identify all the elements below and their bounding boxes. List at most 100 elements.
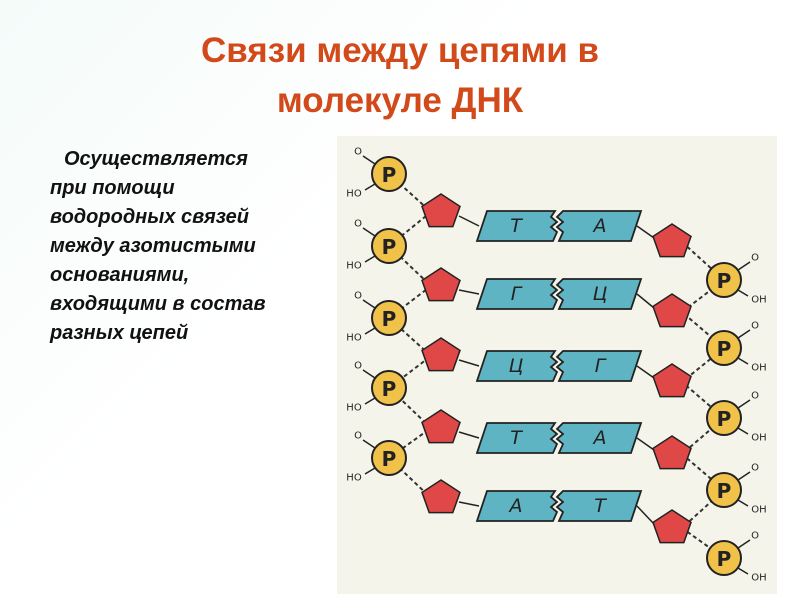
left-sugar-5 — [421, 479, 461, 514]
right-base-2 — [555, 278, 643, 310]
left-phosphate-2 — [371, 228, 407, 264]
right-phosphate-3-oxygen-label: O — [751, 391, 759, 402]
right-phosphate-5-oxygen-bond — [737, 539, 751, 549]
right-base-1-letter: А — [592, 215, 607, 237]
right-base-1 — [555, 210, 643, 242]
right-glycosidic-bond-5 — [636, 505, 655, 525]
right-sugar-5 — [652, 509, 692, 544]
left-phosphate-2-label: P — [382, 235, 397, 259]
right-phosphate-1-oxygen-bond — [737, 261, 751, 271]
left-phosphate-2-hydroxyl-bond — [364, 255, 376, 263]
right-sugar-1 — [652, 223, 692, 258]
body-text-line-1: Осуществляется — [64, 148, 248, 170]
left-phosphate-2-hydroxyl-label: HO — [346, 261, 362, 272]
left-phosphate-4-label: P — [382, 377, 397, 401]
body-text-line-6: входящими в состав — [50, 293, 266, 315]
left-base-1-letter: Т — [510, 215, 523, 237]
body-text-line-4: между азотистыми — [50, 235, 256, 257]
left-phosphate-1-oxygen-bond — [362, 155, 376, 165]
left-phosphate-3-hydroxyl-label: HO — [346, 333, 362, 344]
right-phosphate-4-oxygen-bond — [737, 471, 751, 481]
left-phosphate-1 — [371, 156, 407, 192]
right-sugar-4 — [652, 435, 692, 470]
right-base-3 — [555, 350, 643, 382]
left-phosphate-4-oxygen-label: O — [354, 361, 362, 372]
right-phosphate-1 — [706, 262, 742, 298]
left-phosphate-5-oxygen-bond — [362, 439, 376, 449]
slide-body-text: Осуществляется при помощи водородных свя… — [50, 145, 350, 348]
slide-title-line-2: молекуле ДНК — [276, 81, 524, 120]
right-phosphate-4-oxygen-label: O — [751, 463, 759, 474]
body-text-line-7: разных цепей — [50, 322, 189, 344]
left-phosphate-3 — [371, 300, 407, 336]
right-base-4-letter: А — [592, 427, 607, 449]
left-base-2-letter: Г — [511, 283, 523, 305]
right-phosphate-3-hydroxyl-label: OH — [751, 433, 766, 444]
left-base-4 — [475, 422, 559, 454]
left-sugar-3 — [421, 337, 461, 372]
left-base-3-letter: Ц — [509, 355, 524, 377]
right-base-5 — [555, 490, 643, 522]
right-phosphate-3-label: P — [717, 407, 732, 431]
slide-title-line-1: Связи между цепями в — [200, 31, 600, 70]
right-phosphate-3 — [706, 400, 742, 436]
right-phosphate-1-label: P — [717, 269, 732, 293]
right-phosphate-5-label: P — [717, 547, 732, 571]
body-text-line-2: при помощи — [50, 177, 175, 199]
left-glycosidic-bond-1 — [458, 215, 480, 227]
right-phosphate-4-hydroxyl-bond — [737, 499, 749, 507]
left-sugar-1 — [421, 193, 461, 228]
right-phosphate-1-hydroxyl-label: OH — [751, 295, 766, 306]
right-phosphate-2-oxygen-label: O — [751, 321, 759, 332]
left-phosphate-1-label: P — [382, 163, 397, 187]
right-base-3-letter: Г — [595, 355, 607, 377]
right-phosphate-4-hydroxyl-label: OH — [751, 505, 766, 516]
left-phosphate-4-hydroxyl-bond — [364, 397, 376, 405]
left-phosphate-1-hydroxyl-bond — [364, 183, 376, 191]
right-phosphate-3-oxygen-bond — [737, 399, 751, 409]
right-phosphate-2 — [706, 330, 742, 366]
left-base-1 — [475, 210, 559, 242]
left-phosphate-3-oxygen-label: O — [354, 291, 362, 302]
right-sugar-2 — [652, 293, 692, 328]
left-phosphate-1-oxygen-label: O — [354, 147, 362, 158]
left-phosphate-5-hydroxyl-bond — [364, 467, 376, 475]
right-base-4 — [555, 422, 643, 454]
left-base-5-letter: А — [508, 495, 523, 517]
left-glycosidic-bond-5 — [458, 501, 480, 507]
slide-title: Связи между цепями в молекуле ДНК — [0, 26, 800, 126]
right-phosphate-1-oxygen-label: O — [751, 253, 759, 264]
right-phosphate-5-oxygen-label: O — [751, 531, 759, 542]
left-base-2 — [475, 278, 559, 310]
left-base-5 — [475, 490, 559, 522]
left-glycosidic-bond-4 — [458, 431, 480, 439]
right-glycosidic-bond-3 — [636, 365, 655, 379]
left-phosphate-4 — [371, 370, 407, 406]
left-glycosidic-bond-2 — [458, 289, 480, 295]
right-phosphate-1-hydroxyl-bond — [737, 289, 749, 297]
diagram-background — [337, 136, 777, 594]
left-phosphate-2-oxygen-label: O — [354, 219, 362, 230]
left-phosphate-5-hydroxyl-label: HO — [346, 473, 362, 484]
left-sugar-4 — [421, 409, 461, 444]
right-phosphate-3-hydroxyl-bond — [737, 427, 749, 435]
left-base-3 — [475, 350, 559, 382]
right-base-5-letter: Т — [594, 495, 607, 517]
right-backbone — [680, 241, 726, 559]
right-glycosidic-bond-1 — [636, 225, 655, 239]
left-phosphate-2-oxygen-bond — [362, 227, 376, 237]
right-phosphate-2-oxygen-bond — [737, 329, 751, 339]
body-text-line-3: водородных связей — [50, 206, 250, 228]
right-phosphate-5-hydroxyl-bond — [737, 567, 749, 575]
left-phosphate-5-oxygen-label: O — [354, 431, 362, 442]
right-phosphate-5-hydroxyl-label: OH — [751, 573, 766, 584]
left-phosphate-3-label: P — [382, 307, 397, 331]
left-glycosidic-bond-3 — [458, 359, 480, 367]
body-text-line-5: основаниями, — [50, 264, 190, 286]
right-phosphate-2-label: P — [717, 337, 732, 361]
right-phosphate-2-hydroxyl-bond — [737, 357, 749, 365]
right-glycosidic-bond-4 — [636, 437, 655, 451]
right-base-2-letter: Ц — [593, 283, 608, 305]
left-phosphate-3-oxygen-bond — [362, 299, 376, 309]
